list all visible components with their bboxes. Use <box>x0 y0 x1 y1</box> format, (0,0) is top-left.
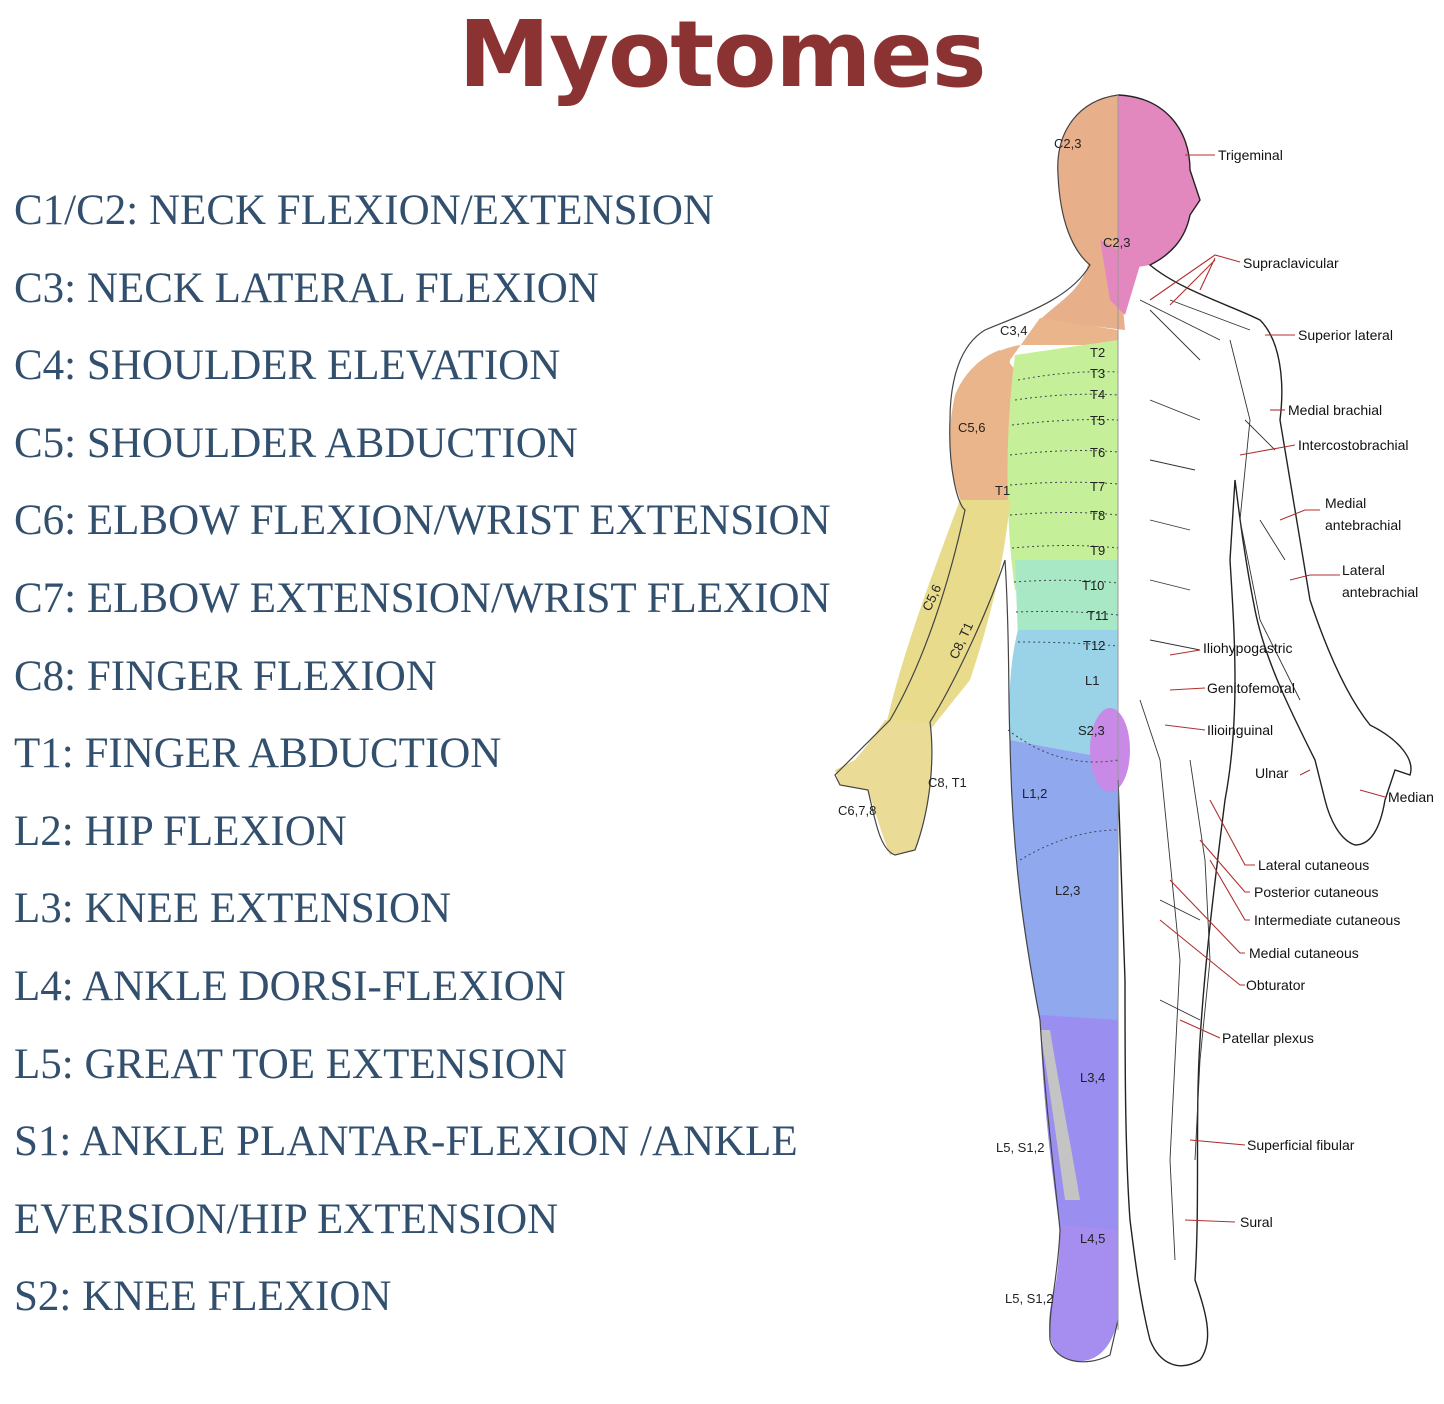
myotome-item: L5: GREAT TOE EXTENSION <box>14 1040 568 1088</box>
lower-abdomen-region <box>1009 630 1118 760</box>
myotome-item: L2: HIP FLEXION <box>14 807 347 855</box>
label-genitofemoral: Genitofemoral <box>1207 680 1295 696</box>
myotome-item: C7: ELBOW EXTENSION/WRIST FLEXION <box>14 574 831 622</box>
myotome-item: C3: NECK LATERAL FLEXION <box>14 264 599 312</box>
body-outline-left <box>834 94 1119 1363</box>
myotome-item: EVERSION/HIP EXTENSION <box>14 1195 559 1243</box>
myotome-list: C1/C2: NECK FLEXION/EXTENSION C3: NECK L… <box>14 172 924 1336</box>
chest-region <box>1007 340 1118 590</box>
label-median: Median <box>1388 789 1434 805</box>
head-dermatome-c23 <box>1057 95 1118 270</box>
abdomen-region <box>1015 560 1118 640</box>
myotome-item: L4: ANKLE DORSI-FLEXION <box>14 962 566 1010</box>
upper-arm-region <box>949 350 1015 510</box>
hand-region <box>835 720 932 855</box>
label-t2: T2 <box>1090 345 1105 360</box>
label-ulnar: Ulnar <box>1255 765 1289 781</box>
left-body-outline <box>834 94 1119 1363</box>
label-l45: L4,5 <box>1080 1231 1105 1246</box>
label-t4: T4 <box>1090 387 1105 402</box>
label-t11: T11 <box>1087 608 1108 623</box>
label-iliohypogastric: Iliohypogastric <box>1203 640 1293 656</box>
myotome-item: C5: SHOULDER ABDUCTION <box>14 419 578 467</box>
label-s23: S2,3 <box>1078 723 1105 738</box>
page-title: Myotomes <box>458 1 987 108</box>
lateral-leg-region <box>1040 1030 1080 1200</box>
groin-region <box>1090 708 1130 792</box>
label-t7: T7 <box>1090 479 1105 494</box>
label-c34: C3,4 <box>1000 323 1027 338</box>
label-lateral-cutaneous: Lateral cutaneous <box>1258 857 1369 873</box>
label-intermediate-cutaneous: Intermediate cutaneous <box>1254 912 1400 928</box>
label-t8: T8 <box>1090 508 1105 523</box>
myotome-item: S2: KNEE FLEXION <box>14 1273 392 1321</box>
myotome-item: S1: ANKLE PLANTAR-FLEXION /ANKLE <box>14 1118 798 1166</box>
forearm-region <box>885 500 1010 730</box>
label-c23-neck: C2,3 <box>1103 235 1130 250</box>
dermatome-regions <box>835 95 1200 1362</box>
label-l5s12-leg: L5, S1,2 <box>996 1140 1044 1155</box>
label-t5: T5 <box>1090 413 1105 428</box>
label-t1: T1 <box>995 483 1010 498</box>
label-t12: T12 <box>1083 638 1105 653</box>
myotome-item: L3: KNEE EXTENSION <box>14 885 452 933</box>
body-outline-right <box>1117 94 1412 1367</box>
neck-front-region <box>1100 240 1140 315</box>
myotome-item: C4: SHOULDER ELEVATION <box>14 342 561 390</box>
label-medial-antebrachial-1: Medial <box>1325 495 1366 511</box>
neck-region <box>1040 255 1125 330</box>
label-superficial-fibular: Superficial fibular <box>1247 1137 1355 1153</box>
label-superior-lateral: Superior lateral <box>1298 327 1393 343</box>
label-t9: T9 <box>1090 543 1105 558</box>
label-l34: L3,4 <box>1080 1070 1105 1085</box>
label-c678: C6,7,8 <box>838 803 876 818</box>
nerve-leader-lines <box>1149 154 1386 1223</box>
nerve-branches <box>1139 299 1301 1261</box>
label-trigeminal: Trigeminal <box>1218 147 1283 163</box>
label-sural: Sural <box>1240 1214 1273 1230</box>
dermatome-nerve-diagram: C2,3 C2,3 C3,4 T2 T3 T4 T5 T6 T7 T8 T9 T… <box>834 94 1434 1367</box>
label-medial-brachial: Medial brachial <box>1288 402 1382 418</box>
myotome-item: C1/C2: NECK FLEXION/EXTENSION <box>14 187 714 234</box>
dermatome-labels: C2,3 C2,3 C3,4 T2 T3 T4 T5 T6 T7 T8 T9 T… <box>838 136 1130 1306</box>
label-obturator: Obturator <box>1246 977 1305 993</box>
label-l23: L2,3 <box>1055 883 1080 898</box>
label-l12: L1,2 <box>1022 786 1047 801</box>
label-medial-antebrachial-2: antebrachial <box>1325 517 1401 533</box>
label-t6: T6 <box>1090 445 1105 460</box>
label-c56-shoulder: C5,6 <box>958 420 985 435</box>
myotome-item: C6: ELBOW FLEXION/WRIST EXTENSION <box>14 497 831 545</box>
label-intercostobrachial: Intercostobrachial <box>1298 437 1409 453</box>
label-l5s12-foot: L5, S1,2 <box>1005 1291 1053 1306</box>
label-patellar-plexus: Patellar plexus <box>1222 1030 1314 1046</box>
nerve-labels: Trigeminal Supraclavicular Superior late… <box>1203 147 1434 1230</box>
face-trigeminal-region <box>1118 95 1200 270</box>
label-t10: T10 <box>1082 578 1104 593</box>
dermatome-boundaries <box>1007 371 1119 861</box>
label-medial-cutaneous: Medial cutaneous <box>1249 945 1359 961</box>
myotome-item: C8: FINGER FLEXION <box>14 652 437 700</box>
foot-region <box>1049 1225 1118 1362</box>
label-c8t1-hand: C8, T1 <box>928 775 967 790</box>
label-c23-head: C2,3 <box>1054 136 1081 151</box>
body-figure: C2,3 C2,3 C3,4 T2 T3 T4 T5 T6 T7 T8 T9 T… <box>820 90 1444 1404</box>
label-l1: L1 <box>1085 673 1099 688</box>
label-lateral-antebrachial-1: Lateral <box>1342 562 1385 578</box>
label-t3: T3 <box>1090 366 1105 381</box>
label-lateral-antebrachial-2: antebrachial <box>1342 584 1418 600</box>
label-ilioinguinal: Ilioinguinal <box>1207 722 1273 738</box>
label-supraclavicular: Supraclavicular <box>1243 255 1339 271</box>
lower-leg-region <box>1040 1015 1118 1230</box>
myotome-item: T1: FINGER ABDUCTION <box>14 730 502 778</box>
thigh-region <box>1010 740 1118 1020</box>
label-posterior-cutaneous: Posterior cutaneous <box>1254 884 1379 900</box>
right-body-outline <box>1117 94 1412 1367</box>
